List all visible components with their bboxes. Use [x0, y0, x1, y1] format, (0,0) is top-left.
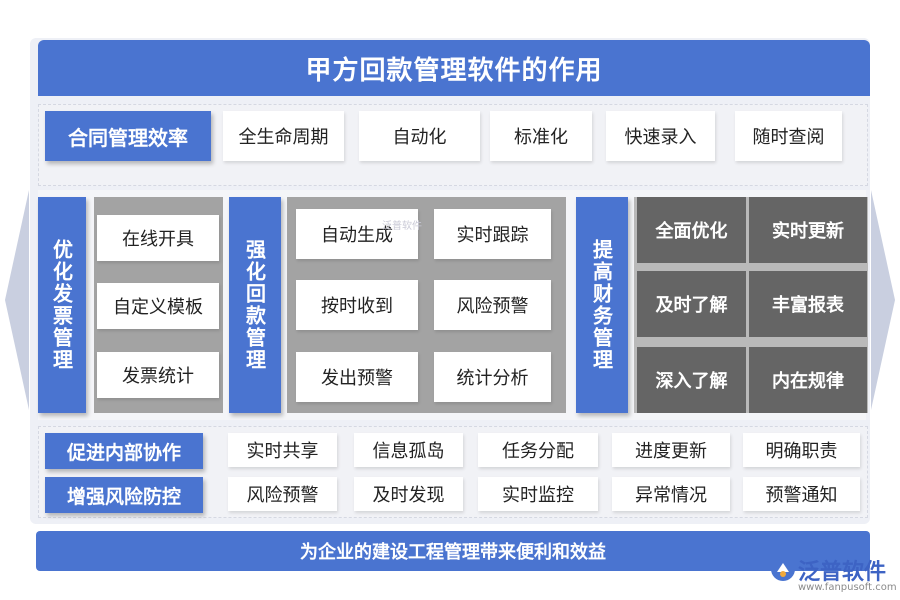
risk-control-item: 实时监控 — [478, 477, 598, 511]
payment-item: 自动生成 — [296, 209, 418, 259]
right-side-decoration — [871, 190, 895, 410]
payment-item: 统计分析 — [434, 352, 551, 402]
invoice-item: 自定义模板 — [97, 283, 219, 329]
risk-control-item: 异常情况 — [612, 477, 730, 511]
finance-management-label: 提高财务管理 — [576, 197, 628, 413]
collaboration-item: 信息孤岛 — [354, 433, 463, 467]
finance-item: 丰富报表 — [749, 271, 867, 337]
brand-logo: 泛普软件 www.fanpusoft.com — [770, 552, 897, 598]
contract-item: 标准化 — [490, 111, 592, 161]
payment-item: 发出预警 — [296, 352, 418, 402]
finance-item: 深入了解 — [637, 347, 746, 413]
collaboration-item: 明确职责 — [743, 433, 860, 467]
contract-item: 全生命周期 — [223, 111, 344, 161]
invoice-item: 在线开具 — [97, 215, 219, 261]
payment-item: 实时跟踪 — [434, 209, 551, 259]
finance-item: 实时更新 — [749, 197, 867, 263]
payment-item: 按时收到 — [296, 280, 418, 330]
payment-item: 风险预警 — [434, 280, 551, 330]
logo-name: 泛普软件 — [798, 560, 887, 585]
invoice-item: 发票统计 — [97, 352, 219, 398]
payment-management-label: 强化回款管理 — [229, 197, 281, 413]
finance-item: 及时了解 — [637, 271, 746, 337]
finance-item: 全面优化 — [637, 197, 746, 263]
collaboration-item: 任务分配 — [478, 433, 598, 467]
contract-item: 快速录入 — [606, 111, 715, 161]
finance-item: 内在规律 — [749, 347, 867, 413]
logo-url: www.fanpusoft.com — [798, 582, 897, 593]
invoice-management-label: 优化发票管理 — [38, 197, 86, 413]
risk-control-item: 及时发现 — [354, 477, 463, 511]
logo-icon — [771, 557, 795, 581]
risk-control-label: 增强风险防控 — [45, 477, 203, 513]
watermark-text: 泛普软件 — [382, 221, 422, 232]
collaboration-item: 实时共享 — [228, 433, 337, 467]
contract-item: 随时查阅 — [735, 111, 842, 161]
contract-efficiency-label: 合同管理效率 — [45, 111, 211, 161]
collaboration-label: 促进内部协作 — [45, 433, 203, 469]
left-side-decoration — [5, 190, 29, 410]
collaboration-item: 进度更新 — [612, 433, 730, 467]
diagram-title: 甲方回款管理软件的作用 — [38, 40, 870, 96]
footer-summary: 为企业的建设工程管理带来便利和效益 — [36, 531, 870, 571]
risk-control-item: 预警通知 — [743, 477, 860, 511]
risk-control-item: 风险预警 — [228, 477, 337, 511]
contract-item: 自动化 — [359, 111, 480, 161]
